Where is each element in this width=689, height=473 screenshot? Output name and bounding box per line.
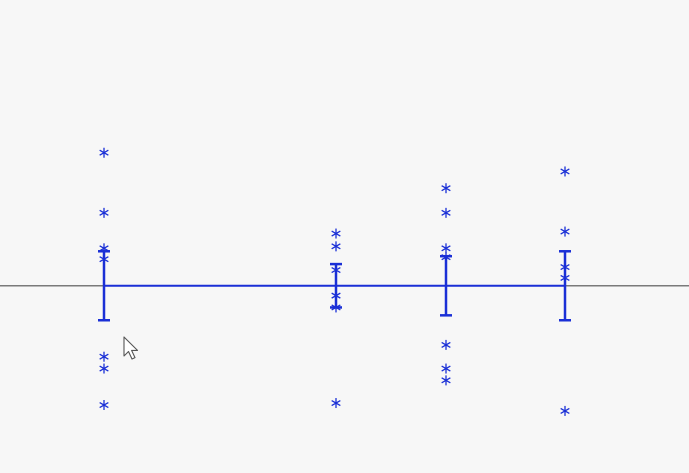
data-point [441, 183, 451, 194]
data-point [441, 252, 451, 263]
data-point [560, 405, 570, 416]
data-point [441, 207, 451, 218]
data-point [331, 241, 341, 252]
data-point [99, 147, 109, 158]
data-point [560, 226, 570, 237]
data-point [99, 254, 109, 265]
data-point [560, 166, 570, 177]
data-point [331, 265, 341, 276]
data-point [99, 351, 109, 362]
data-point [441, 339, 451, 350]
data-point [99, 207, 109, 218]
data-point [99, 400, 109, 411]
data-point [441, 243, 451, 254]
data-point [441, 363, 451, 374]
data-point [331, 228, 341, 239]
data-point [331, 398, 341, 409]
data-point [99, 243, 109, 254]
data-point [331, 290, 341, 301]
data-point [441, 375, 451, 386]
data-point [560, 262, 570, 273]
data-point [331, 302, 341, 313]
data-point [99, 363, 109, 374]
data-point [560, 272, 570, 283]
mouse-pointer-icon [123, 336, 139, 360]
